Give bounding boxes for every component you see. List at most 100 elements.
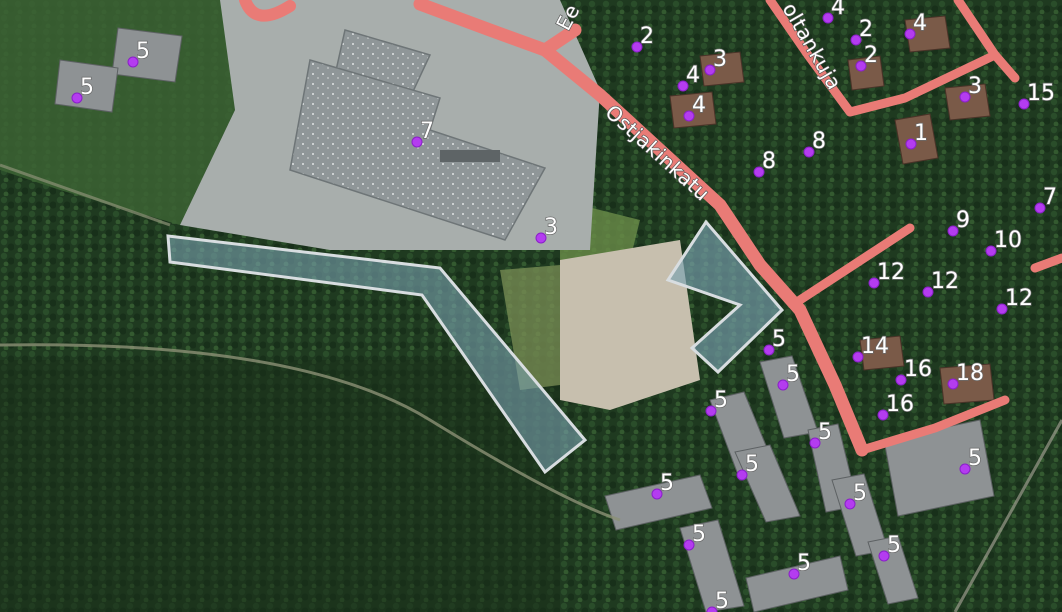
address-number: 5 — [715, 589, 729, 612]
address-number: 12 — [877, 260, 905, 285]
address-dot[interactable] — [947, 378, 959, 390]
address-dot[interactable] — [922, 286, 934, 298]
address-dot[interactable] — [959, 91, 971, 103]
address-dot[interactable] — [895, 374, 907, 386]
address-marker[interactable]: 5 — [844, 480, 868, 510]
address-marker[interactable]: 9 — [947, 207, 971, 237]
address-marker[interactable]: 5 — [777, 361, 801, 391]
address-marker[interactable]: 10 — [985, 227, 1023, 257]
address-dot[interactable] — [704, 64, 716, 76]
address-marker[interactable]: 15 — [1018, 80, 1056, 110]
address-marker[interactable]: 3 — [704, 46, 728, 76]
address-number: 5 — [80, 75, 94, 100]
address-marker[interactable]: 5 — [127, 38, 151, 68]
address-dot[interactable] — [683, 539, 695, 551]
address-dot[interactable] — [850, 34, 862, 46]
address-marker[interactable]: 5 — [878, 532, 902, 562]
address-marker[interactable]: 5 — [736, 451, 760, 481]
address-dot[interactable] — [631, 41, 643, 53]
address-marker[interactable]: 3 — [535, 214, 559, 244]
address-marker[interactable]: 4 — [904, 10, 928, 40]
address-marker[interactable]: 12 — [922, 268, 960, 298]
address-marker[interactable]: 8 — [803, 128, 827, 158]
address-dot[interactable] — [959, 463, 971, 475]
address-dot[interactable] — [1018, 98, 1030, 110]
address-number: 5 — [887, 533, 901, 558]
road-ostjakinkatu — [538, 43, 869, 457]
address-marker[interactable]: 4 — [677, 62, 701, 92]
address-marker[interactable]: 12 — [996, 285, 1034, 315]
address-marker[interactable]: 5 — [683, 521, 707, 551]
address-dot[interactable] — [127, 56, 139, 68]
address-dot[interactable] — [878, 550, 890, 562]
address-number: 5 — [786, 362, 800, 387]
address-number: 5 — [772, 327, 786, 352]
address-marker[interactable]: 1 — [905, 120, 929, 150]
address-marker[interactable]: 7 — [1034, 184, 1058, 214]
highlighted-building-v-shape[interactable] — [665, 219, 785, 375]
address-dot[interactable] — [706, 606, 718, 612]
address-dot[interactable] — [411, 136, 423, 148]
address-dot[interactable] — [844, 498, 856, 510]
address-marker[interactable]: 4 — [683, 92, 707, 122]
address-dot[interactable] — [763, 344, 775, 356]
address-dot[interactable] — [1034, 202, 1046, 214]
address-marker[interactable]: 2 — [850, 16, 874, 46]
address-marker[interactable]: 5 — [788, 550, 812, 580]
address-dot[interactable] — [877, 409, 889, 421]
address-marker[interactable]: 5 — [763, 326, 787, 356]
address-number: 4 — [913, 11, 927, 36]
address-dot[interactable] — [651, 488, 663, 500]
address-dot[interactable] — [788, 568, 800, 580]
address-dot[interactable] — [996, 303, 1008, 315]
address-dot[interactable] — [777, 379, 789, 391]
address-dot[interactable] — [535, 232, 547, 244]
address-marker[interactable]: 8 — [753, 148, 777, 178]
address-marker[interactable]: 3 — [959, 73, 983, 103]
address-marker[interactable]: 5 — [959, 445, 983, 475]
apartment-blocks — [54, 27, 995, 612]
address-marker[interactable]: 5 — [705, 387, 729, 417]
address-dot[interactable] — [736, 469, 748, 481]
address-marker[interactable]: 14 — [852, 333, 890, 363]
address-dot[interactable] — [855, 60, 867, 72]
address-marker[interactable]: 5 — [809, 419, 833, 449]
address-dot[interactable] — [868, 277, 880, 289]
address-marker[interactable]: 16 — [895, 356, 933, 386]
address-marker[interactable]: 4 — [822, 0, 846, 24]
address-dot[interactable] — [809, 437, 821, 449]
address-marker[interactable]: 2 — [855, 42, 879, 72]
address-dot[interactable] — [753, 166, 765, 178]
address-marker[interactable]: 2 — [631, 23, 655, 53]
address-marker[interactable]: 5 — [706, 588, 730, 612]
address-number: 5 — [692, 522, 706, 547]
address-dot[interactable] — [705, 405, 717, 417]
address-marker[interactable]: 5 — [71, 74, 95, 104]
address-dot[interactable] — [905, 138, 917, 150]
address-dot[interactable] — [677, 80, 689, 92]
address-dot[interactable] — [947, 225, 959, 237]
address-dot[interactable] — [822, 12, 834, 24]
address-number: 5 — [714, 388, 728, 413]
address-marker[interactable]: 16 — [877, 391, 915, 421]
address-marker[interactable]: 18 — [947, 360, 985, 390]
address-dot[interactable] — [985, 245, 997, 257]
address-marker[interactable]: 12 — [868, 259, 906, 289]
address-number: 4 — [831, 0, 845, 20]
highlighted-building-l-shape[interactable] — [166, 234, 588, 475]
address-number: 12 — [931, 269, 959, 294]
address-dot[interactable] — [71, 92, 83, 104]
address-dot[interactable] — [852, 351, 864, 363]
highlighted-buildings[interactable] — [166, 219, 785, 475]
address-marker[interactable]: 7 — [411, 118, 435, 148]
address-dot[interactable] — [904, 28, 916, 40]
address-number: 16 — [886, 392, 914, 417]
address-marker[interactable]: 5 — [651, 470, 675, 500]
address-number: 3 — [968, 74, 982, 99]
forest-path — [0, 343, 621, 522]
address-number: 4 — [686, 63, 700, 88]
address-dot[interactable] — [803, 146, 815, 158]
address-dot[interactable] — [683, 110, 695, 122]
